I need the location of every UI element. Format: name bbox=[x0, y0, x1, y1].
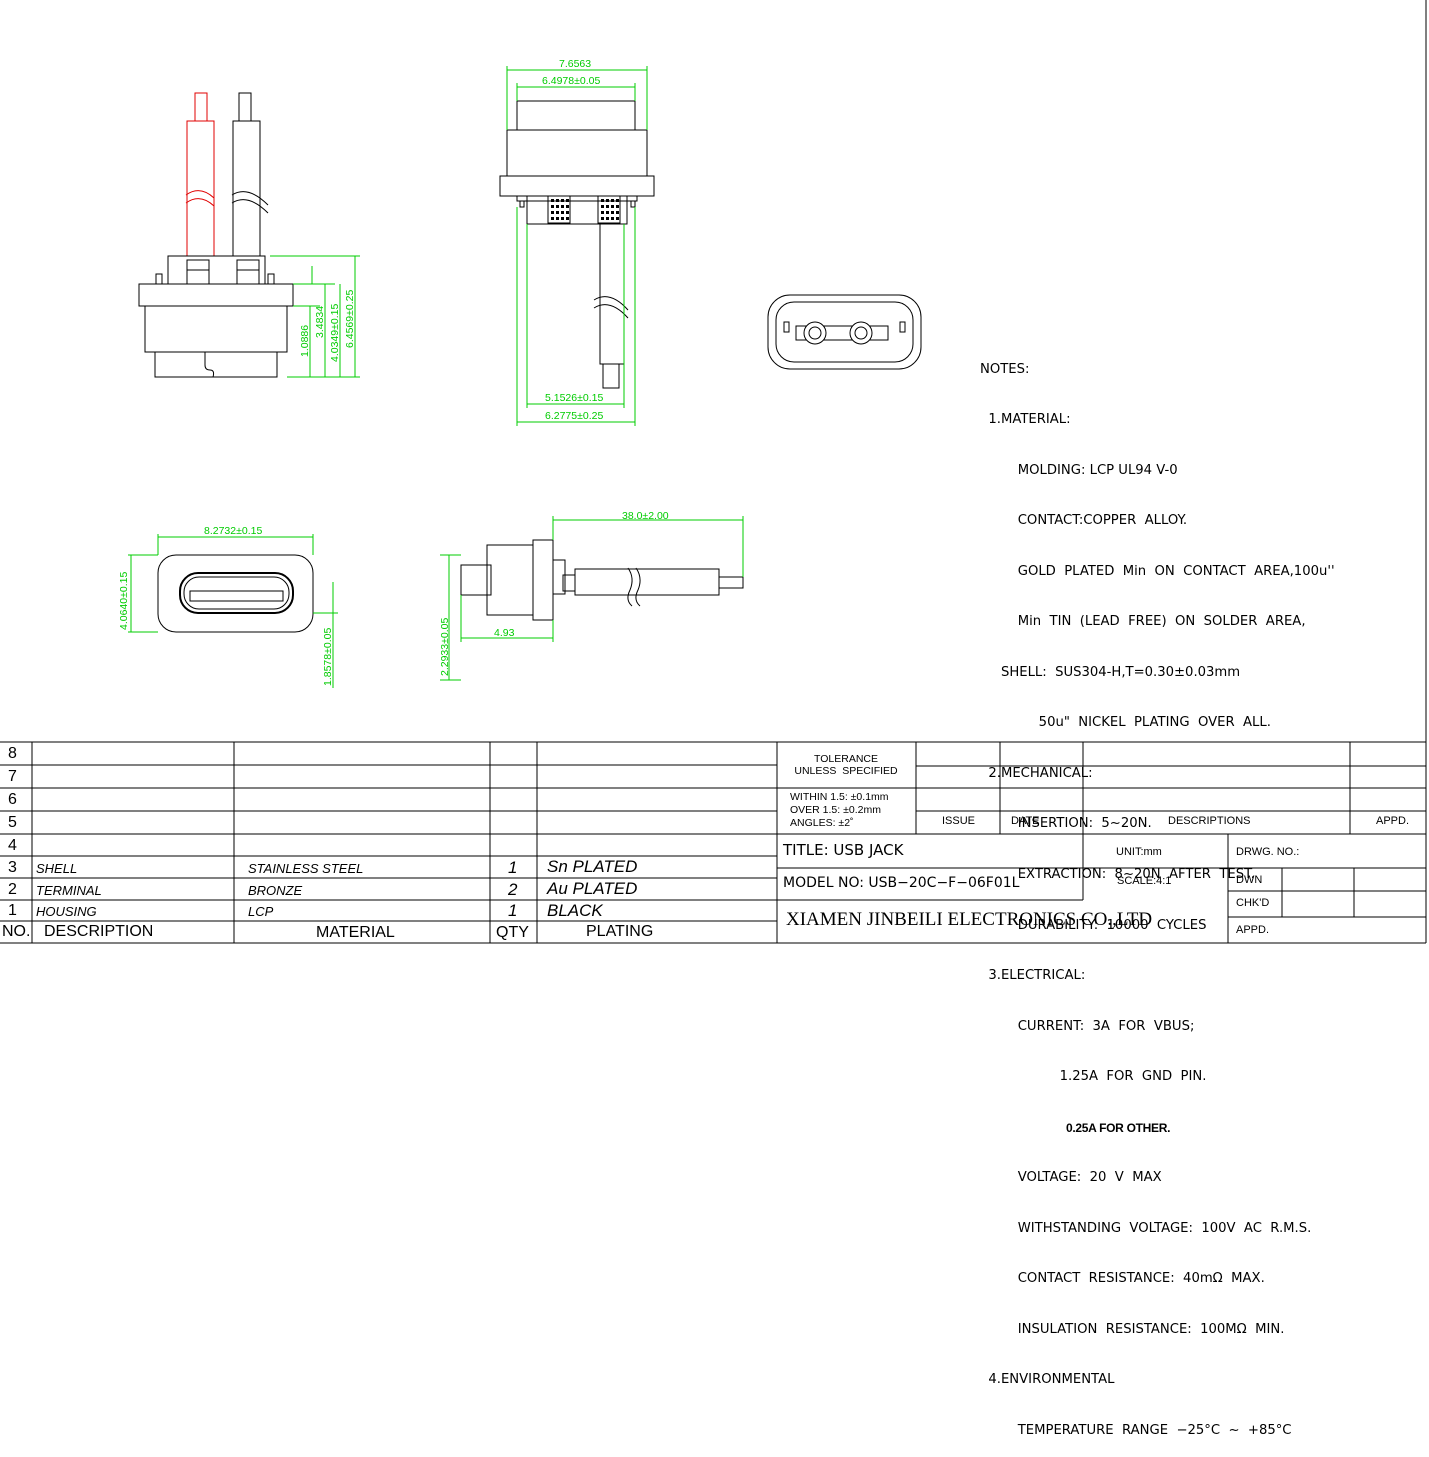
note-line: 4.ENVIRONMENTAL bbox=[980, 1372, 1115, 1388]
note-line: INSERTION: 5~20N. bbox=[980, 816, 1152, 832]
note-line: 1.25A FOR GND PIN. bbox=[980, 1069, 1207, 1085]
note-line: 2.MECHANICAL: bbox=[980, 765, 1093, 781]
dim-pin-inner: 5.1526±0.15 bbox=[545, 392, 603, 404]
bom-material: STAINLESS STEEL bbox=[248, 861, 364, 876]
bom-header-qty: QTY bbox=[496, 924, 529, 941]
top-view-contacts bbox=[547, 195, 621, 224]
title-block-grid bbox=[777, 742, 1426, 943]
dim-side-width: 7.6563 bbox=[559, 58, 591, 70]
notes-header: NOTES: bbox=[980, 361, 1030, 377]
top-view bbox=[499, 100, 655, 389]
note-line: WITHSTANDING VOLTAGE: 100V AC R.M.S. bbox=[980, 1220, 1312, 1236]
tolerance-title: TOLERANCE UNLESS SPECIFIED bbox=[794, 753, 898, 777]
tolerance-over: OVER 1.5: ±0.2mm bbox=[790, 804, 881, 816]
dim-front-width: 8.2732±0.15 bbox=[204, 525, 262, 537]
dim-front-offset: 1.8578±0.05 bbox=[322, 628, 334, 686]
note-line: INSULATION RESISTANCE: 100MΩ MIN. bbox=[980, 1321, 1285, 1337]
bom-no: 1 bbox=[8, 902, 17, 919]
note-line: CONTACT:COPPER ALLOY. bbox=[980, 513, 1188, 529]
note-line: CONTACT RESISTANCE: 40mΩ MAX. bbox=[980, 1271, 1265, 1287]
note-line: Min TIN (LEAD FREE) ON SOLDER AREA, bbox=[980, 614, 1306, 630]
bom-no: 7 bbox=[8, 768, 17, 785]
bom-desc: HOUSING bbox=[36, 904, 97, 919]
dim-h-small: 1.0886 bbox=[299, 325, 311, 357]
side-view-with-wires bbox=[138, 92, 294, 378]
dim-bottom-height: 2.2933±0.05 bbox=[439, 618, 451, 676]
note-line: EXTRACTION: 8~20N AFTER TEST. bbox=[980, 867, 1255, 882]
dim-pin-outer: 6.2775±0.25 bbox=[545, 410, 603, 422]
unit-label: UNIT:mm bbox=[1116, 846, 1162, 858]
descriptions-header: DESCRIPTIONS bbox=[1168, 815, 1251, 827]
notes-block: NOTES: 1.MATERIAL: MOLDING: LCP UL94 V-0… bbox=[980, 328, 1335, 1457]
bom-no: 3 bbox=[8, 859, 17, 876]
front-view-dimensions bbox=[128, 534, 338, 688]
top-view-dimensions bbox=[506, 66, 648, 426]
bom-table-grid bbox=[0, 741, 1427, 944]
bom-material: LCP bbox=[248, 904, 274, 919]
note-line-bold: 0.25A FOR OTHER. bbox=[1066, 1120, 1171, 1135]
bom-no: 8 bbox=[8, 745, 17, 762]
side-view-dimensions bbox=[270, 255, 360, 378]
note-line: 3.ELECTRICAL: bbox=[980, 968, 1086, 984]
dim-bottom-length: 38.0±2.00 bbox=[622, 510, 669, 522]
bom-header-material: MATERIAL bbox=[316, 924, 395, 941]
note-line: TEMPERATURE RANGE −25°C ~ +85°C bbox=[980, 1422, 1292, 1438]
bom-qty: 2 bbox=[508, 880, 518, 899]
tolerance-within: WITHIN 1.5: ±0.1mm bbox=[790, 791, 889, 803]
bom-plating: Sn PLATED bbox=[547, 857, 638, 876]
dim-h-3: 3.4834 bbox=[314, 306, 326, 338]
dim-body-width: 6.4978±0.05 bbox=[542, 75, 600, 87]
bom-material: BRONZE bbox=[248, 883, 303, 898]
dim-h-4: 4.0349±0.15 bbox=[329, 304, 341, 362]
note-line: GOLD PLATED Min ON CONTACT AREA,100u'' bbox=[980, 563, 1335, 579]
bom-plating: Au PLATED bbox=[547, 879, 638, 898]
bom-plating: BLACK bbox=[547, 901, 603, 920]
bottom-side-dimensions bbox=[440, 516, 744, 681]
issue-header: ISSUE bbox=[942, 815, 976, 827]
connector-face-view bbox=[767, 294, 922, 370]
bom-no: 4 bbox=[8, 837, 17, 854]
company-name: XIAMEN JINBEILI ELECTRONICS CO.,LTD bbox=[786, 909, 1153, 930]
bom-qty: 1 bbox=[508, 858, 518, 877]
engineering-drawing: 1.0886 3.4834 4.0349±0.15 6.4569±0.25 bbox=[0, 0, 1427, 944]
note-line: DURABILITY: 10000 CYCLES bbox=[980, 917, 1207, 933]
appd-header: APPD. bbox=[1376, 815, 1410, 827]
note-line: SHELL: SUS304-H,T=0.30±0.03mm bbox=[980, 664, 1241, 680]
bom-no: 5 bbox=[8, 814, 17, 831]
dim-front-height: 4.0640±0.15 bbox=[118, 572, 130, 630]
note-line: 1.MATERIAL: bbox=[980, 412, 1071, 428]
drwg-no-label: DRWG. NO.: bbox=[1236, 846, 1300, 858]
note-line: CURRENT: 3A FOR VBUS; bbox=[980, 1018, 1195, 1034]
bom-desc: TERMINAL bbox=[36, 883, 102, 898]
bom-qty: 1 bbox=[508, 901, 518, 920]
tolerance-angles: ANGLES: ±2˚ bbox=[790, 817, 854, 829]
date-header: DATE bbox=[1011, 815, 1040, 827]
note-line: VOLTAGE: 20 V MAX bbox=[980, 1170, 1162, 1186]
bom-no: 2 bbox=[8, 881, 17, 898]
scale-label: SCALE:4:1 bbox=[1117, 875, 1172, 887]
bom-header-plating: PLATING bbox=[586, 923, 654, 940]
dim-bottom-offset: 4.93 bbox=[494, 627, 515, 639]
appd-label: APPD. bbox=[1236, 924, 1270, 936]
note-line: 50u" NICKEL PLATING OVER ALL. bbox=[980, 715, 1271, 731]
chkd-label: CHK'D bbox=[1236, 897, 1270, 909]
model-number: MODEL NO: USB−20C−F−06F01L bbox=[783, 875, 1020, 891]
bom-header-desc: DESCRIPTION bbox=[44, 923, 154, 940]
dim-h-6: 6.4569±0.25 bbox=[344, 290, 356, 348]
bottom-side-view bbox=[460, 539, 744, 621]
note-line: MOLDING: LCP UL94 V-0 bbox=[980, 462, 1178, 478]
bom-no: 6 bbox=[8, 791, 17, 808]
dwn-label: DWN bbox=[1236, 874, 1263, 886]
drawing-title: TITLE: USB JACK bbox=[783, 841, 904, 859]
bom-header-no: NO. bbox=[2, 923, 31, 940]
top-view-contact-dots bbox=[551, 199, 619, 220]
bom-desc: SHELL bbox=[36, 861, 78, 876]
front-view bbox=[157, 554, 314, 633]
